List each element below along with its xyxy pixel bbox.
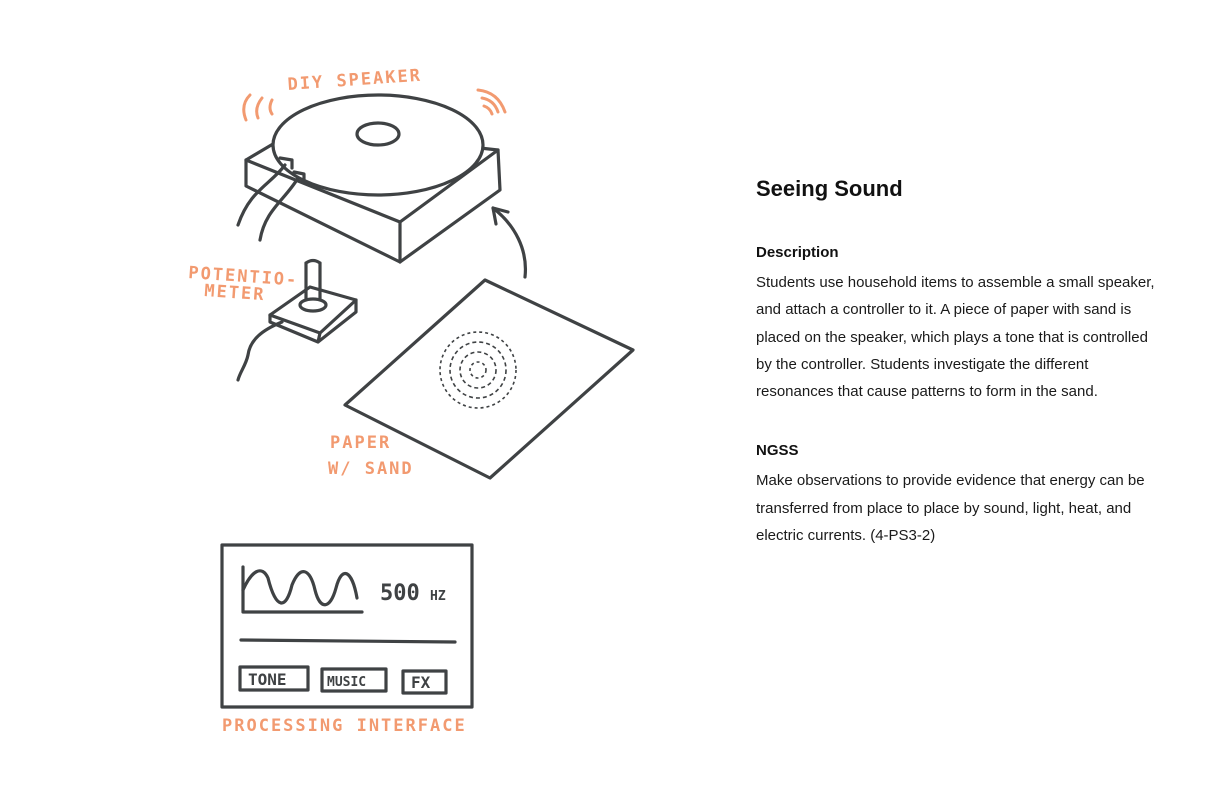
paper-label-2: W/ SAND [328, 459, 414, 479]
tone-button: TONE [248, 670, 287, 689]
page-title: Seeing Sound [756, 176, 903, 201]
activity-info-panel: Seeing Sound Description Students use ho… [756, 172, 1166, 584]
frequency-value: 500 [380, 581, 420, 606]
processing-interface-drawing: 500 HZ TONE MUSIC FX PROCESSING INTERFAC… [220, 543, 474, 736]
paper-label-1: PAPER [330, 433, 391, 453]
ngss-heading: NGSS [756, 442, 799, 460]
description-heading: Description [756, 244, 839, 261]
fx-button: FX [411, 673, 431, 692]
frequency-unit: HZ [430, 589, 446, 604]
description-text: Students use household items to assemble… [756, 274, 1155, 401]
speaker-label: DIY SPEAKER [287, 66, 423, 95]
paper-drawing: PAPER W/ SAND [328, 278, 635, 480]
ngss-text: Make observations to provide evidence th… [756, 472, 1145, 545]
activity-sketch: DIY SPEAKER POTENTIO- METER PAPER W/ SAN… [188, 66, 635, 736]
speaker-drawing: DIY SPEAKER [236, 66, 507, 264]
arrow-icon [491, 206, 528, 279]
potentiometer-drawing: POTENTIO- METER [188, 258, 358, 382]
interface-label: PROCESSING INTERFACE [222, 716, 467, 736]
music-button: MUSIC [327, 675, 366, 690]
potentiometer-label-2: METER [204, 281, 266, 305]
